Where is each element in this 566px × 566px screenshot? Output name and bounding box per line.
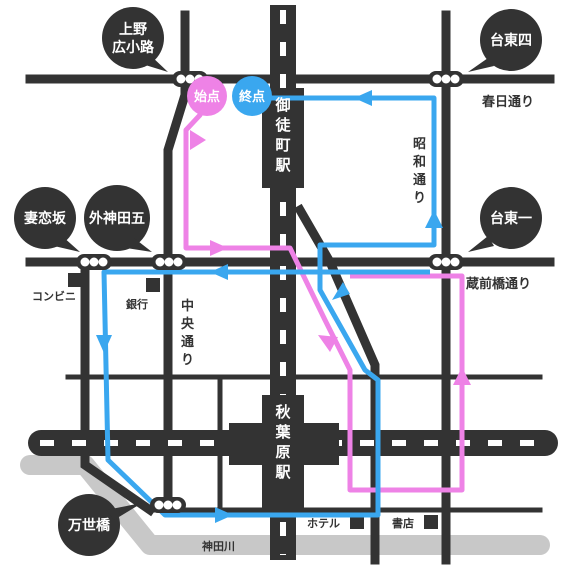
- svg-text:中: 中: [181, 298, 194, 314]
- svg-text:駅: 駅: [274, 463, 291, 481]
- svg-text:町: 町: [275, 136, 290, 154]
- svg-text:昭: 昭: [413, 137, 426, 152]
- ueno-hirokoji-bubble: 上野 広小路: [102, 7, 168, 72]
- chuo-dori-label: 中 央 通 り: [181, 298, 195, 368]
- traffic-light-icon: [151, 254, 187, 270]
- end-marker: 終点: [232, 76, 272, 116]
- svg-text:り: り: [181, 353, 194, 368]
- okachimachi-station-label: 御 徒 町 駅: [274, 96, 291, 174]
- svg-text:り: り: [413, 191, 426, 206]
- showa-dori-label: 昭 和 通 り: [413, 137, 426, 206]
- ueno-hirokoji-label-line1: 上野: [119, 22, 147, 38]
- taito4-bubble: 台東四: [468, 9, 542, 72]
- svg-text:御: 御: [274, 96, 290, 114]
- akihabara-station-label: 秋 葉 原 駅: [274, 403, 291, 481]
- kuramaebashi-dori-label: 蔵前橋通り: [466, 276, 531, 292]
- start-marker: 始点: [187, 76, 227, 116]
- traffic-light-icon: [428, 254, 464, 270]
- mansei-bashi-bubble: 万世橋: [58, 494, 142, 556]
- end-label: 終点: [239, 89, 265, 105]
- bookstore-building-icon: [424, 515, 438, 529]
- svg-text:駅: 駅: [274, 156, 291, 174]
- bank-label: 銀行: [126, 297, 148, 311]
- hotel-building-icon: [350, 515, 364, 529]
- svg-text:和: 和: [413, 154, 426, 170]
- tsumakoizaka-bubble: 妻恋坂: [14, 187, 80, 252]
- pink-route: [183, 98, 465, 493]
- sotokanda5-label: 外神田五: [89, 210, 145, 227]
- sotokanda5-bubble: 外神田五: [84, 185, 152, 252]
- svg-text:通: 通: [181, 334, 194, 350]
- bookstore-label: 書店: [392, 516, 414, 530]
- bank-building-icon: [146, 278, 160, 292]
- kanda-river-label: 神田川: [202, 539, 235, 553]
- taito1-label: 台東一: [490, 210, 532, 227]
- hotel-label: ホテル: [307, 517, 340, 530]
- traffic-light-icon: [150, 497, 186, 513]
- blue-route-arrow-icon: [210, 264, 228, 280]
- route-arrows: [96, 90, 471, 523]
- svg-text:原: 原: [275, 443, 290, 461]
- left-vertical-road: [80, 257, 157, 517]
- blue-route-arrow-icon: [215, 507, 233, 523]
- blue-route-arrow-icon: [96, 335, 112, 353]
- pink-route-arrow-icon: [190, 130, 206, 150]
- svg-text:葉: 葉: [274, 423, 291, 441]
- pink-route-arrow-icon: [210, 240, 228, 256]
- svg-text:通: 通: [413, 172, 426, 188]
- svg-text:秋: 秋: [275, 403, 291, 421]
- convenience-store-building-icon: [68, 273, 82, 287]
- tsumakoizaka-label: 妻恋坂: [24, 210, 67, 227]
- intersection-bubbles: 上野 広小路 台東四 妻恋坂 外神田五 台東一 万世橋: [14, 7, 542, 556]
- start-label: 始点: [194, 89, 220, 105]
- mansei-bashi-label: 万世橋: [67, 517, 111, 534]
- traffic-light-icon: [428, 71, 464, 87]
- pink-route-arrow-icon: [453, 367, 471, 385]
- ueno-hirokoji-label-line2: 広小路: [112, 39, 155, 56]
- svg-text:徒: 徒: [274, 116, 291, 134]
- akihabara-station-building: [229, 395, 339, 510]
- pink-route-arrow-icon: [318, 335, 338, 352]
- blue-route-arrow-icon: [425, 210, 443, 228]
- traffic-light-icon: [76, 254, 112, 270]
- kasuga-dori-label: 春日通り: [481, 94, 534, 110]
- taito4-label: 台東四: [490, 32, 532, 49]
- svg-text:央: 央: [181, 316, 195, 332]
- taito1-bubble: 台東一: [468, 187, 542, 252]
- diagonal-road: [293, 203, 380, 565]
- convenience-store-label: コンビニ: [32, 289, 76, 303]
- blue-route-arrow-icon: [332, 282, 350, 300]
- kanda-river: [20, 455, 550, 555]
- blue-route-arrow-icon: [354, 90, 372, 106]
- traffic-lights: [76, 71, 464, 513]
